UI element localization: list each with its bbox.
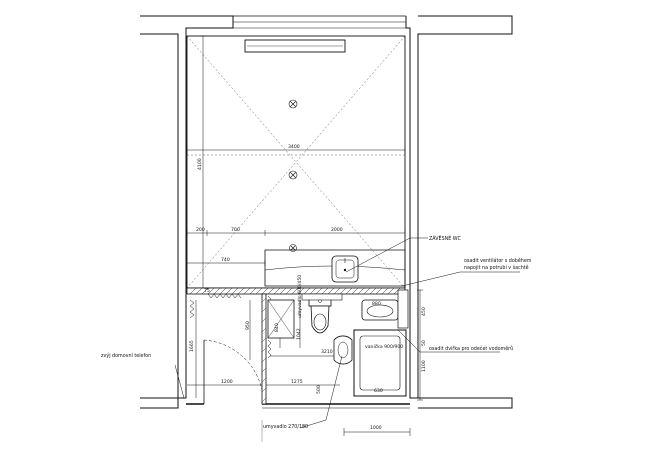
guide-diag-2 [186, 35, 406, 289]
partition-wall [186, 287, 406, 295]
ceiling-lights [288, 99, 385, 370]
dim-1042: 1042 [296, 328, 302, 340]
bathroom-partition [261, 293, 267, 405]
small-washbasin [361, 299, 399, 321]
phone-note: zvýj domovní telefon [101, 352, 151, 359]
light-2 [288, 170, 298, 180]
hook-wc-label: ZÁVĚSNÉ WC [429, 234, 462, 242]
dim-2000: 2000 [331, 227, 343, 233]
corner-washbasin [333, 335, 353, 365]
bottom-right-wall [418, 397, 513, 409]
wall-hung-toilet [308, 295, 332, 334]
dim-500: 500 [316, 385, 322, 394]
bottom-left-wall [140, 397, 179, 409]
washbasin-size: umyvadlo 600/450 [297, 275, 303, 318]
dim-1665: 1665 [189, 340, 195, 352]
dim-450: 450 [421, 307, 427, 316]
dimension-texts: 3400 4100 200 700 2000 740 880 950 1665 … [189, 144, 427, 431]
dim-3210: 3210 [321, 349, 333, 355]
left-upper-wall [140, 15, 234, 399]
light-5 [289, 244, 297, 252]
shower-size: vanička 900/900 [365, 343, 403, 350]
dim-1100: 1100 [421, 360, 427, 372]
dim-1275: 1275 [291, 379, 303, 385]
ventilator-note-line-1: osadit ventilátor s doběhem [464, 257, 532, 264]
light-1 [288, 99, 298, 109]
dim-200: 200 [196, 227, 205, 233]
guide-diag-1 [186, 35, 406, 289]
leader-lines [174, 237, 520, 429]
dim-1200: 1200 [221, 379, 233, 385]
dim-740: 740 [221, 257, 230, 263]
dim-630: 630 [374, 388, 383, 394]
toilet-size: umyvadlo 270/180 [263, 424, 308, 430]
dim-1000: 1000 [370, 425, 382, 431]
shower-tray [353, 329, 407, 397]
dimension-lines [186, 35, 423, 442]
dim-950: 950 [245, 321, 251, 330]
counter-top [264, 249, 406, 287]
annotation-texts: ZÁVĚSNÉ WC osadit ventilátor s doběhem n… [101, 234, 532, 430]
dim-840: 840 [274, 323, 280, 332]
dim-4100: 4100 [197, 158, 203, 170]
insulation-marks [189, 293, 272, 359]
upper-drain [343, 268, 347, 272]
door-swing-arc [203, 339, 263, 391]
dim-3400: 3400 [288, 144, 300, 150]
walls [140, 15, 513, 409]
guide-lines [186, 35, 406, 289]
meter-note: osadit dvířka pro odečet vodoměrů [429, 345, 513, 352]
dim-75: 75 [204, 288, 210, 294]
door [203, 339, 263, 404]
dim-700: 700 [231, 227, 240, 233]
light-strip [244, 39, 346, 53]
dim-880: 880 [372, 301, 381, 307]
wc-flush-panel [301, 293, 343, 301]
ventilator-note-line-2: napojit na potrubí v šachtě [464, 264, 529, 271]
utility-shaft [267, 299, 295, 339]
dim-50: 50 [421, 340, 427, 346]
right-duct [397, 289, 409, 329]
